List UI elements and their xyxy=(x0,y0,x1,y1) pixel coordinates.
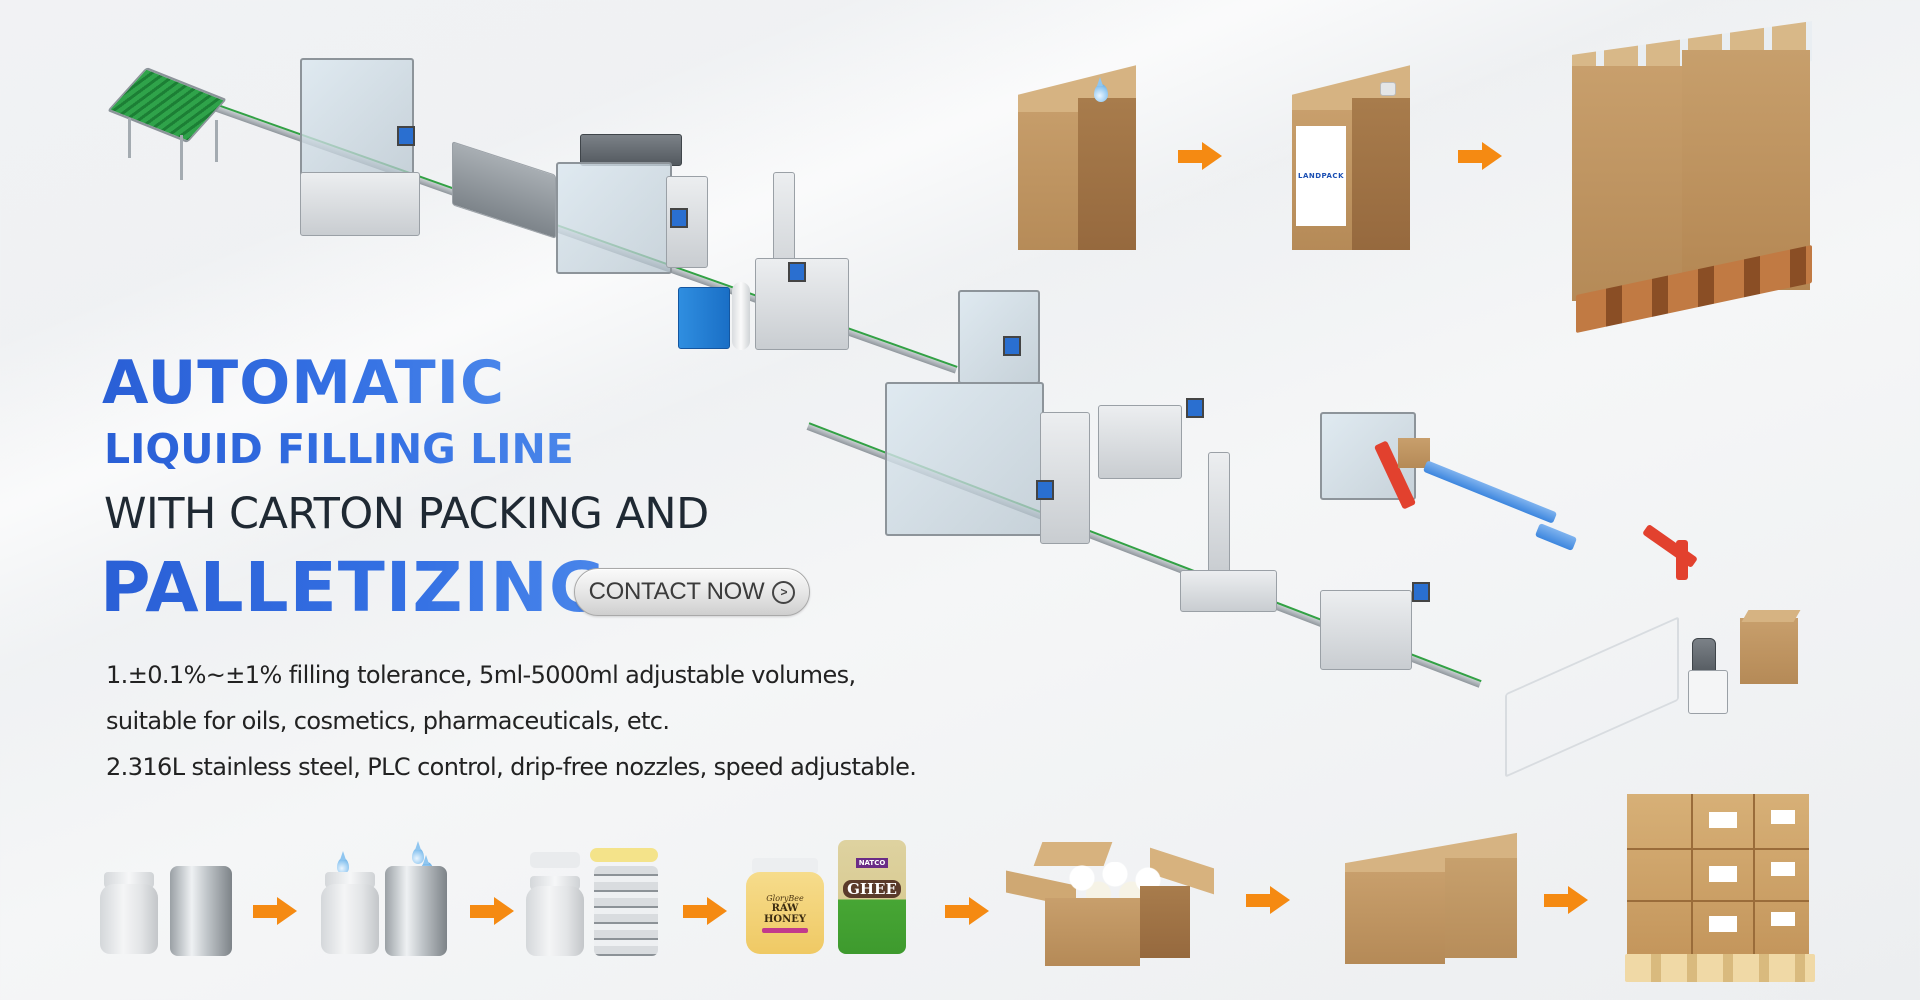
feature-list: 1.±0.1%~±1% filling tolerance, 5ml-5000m… xyxy=(106,652,917,790)
pallet-load xyxy=(1740,618,1798,684)
capping-station-2 xyxy=(1098,405,1182,479)
cap-icon xyxy=(1380,82,1396,96)
carton-filling xyxy=(1010,65,1140,255)
liquid-drop-icon xyxy=(412,841,424,864)
carton-side xyxy=(1445,858,1517,958)
table-leg xyxy=(215,120,218,162)
contact-now-button[interactable]: CONTACT NOW > xyxy=(574,568,810,616)
palletized-cartons-bottom xyxy=(1625,786,1825,986)
palletized-cartons-top xyxy=(1570,20,1820,335)
shipping-label xyxy=(1709,812,1737,828)
circle-chevron-right-icon: > xyxy=(772,580,796,604)
can-lid xyxy=(590,848,658,862)
piston-filling-machine xyxy=(556,162,672,274)
honey-name: RAW HONEY xyxy=(763,902,807,925)
arrow-right-icon xyxy=(253,897,297,925)
ghee-brand: NATCO xyxy=(855,858,889,868)
arrow-right-icon xyxy=(470,897,514,925)
gas-cylinder xyxy=(732,282,750,350)
liquid-drop-icon xyxy=(337,851,349,874)
arrow-right-icon xyxy=(683,897,727,925)
pallet-front xyxy=(1572,66,1682,301)
large-filler-cabinet xyxy=(1040,412,1090,544)
honey-jar-lid xyxy=(752,858,818,874)
arrow-right-icon xyxy=(1544,886,1588,914)
honey-brand: GloryBee xyxy=(766,893,804,903)
table-leg xyxy=(180,135,183,180)
honey-band xyxy=(762,927,808,933)
carton-front xyxy=(1345,872,1445,964)
cap-feeder xyxy=(1208,452,1230,574)
arrow-right-icon xyxy=(1178,142,1222,170)
control-panel-icon xyxy=(788,262,806,282)
control-panel-icon xyxy=(397,126,415,146)
label-brand: LANDPACK xyxy=(1297,172,1344,180)
labeler-lower xyxy=(1320,590,1412,670)
product-label: LANDPACK xyxy=(1296,126,1346,226)
infeed-table xyxy=(107,67,227,143)
feature-item: suitable for oils, cosmetics, pharmaceut… xyxy=(106,707,670,735)
feature-item: 2.316L stainless steel, PLC control, dri… xyxy=(106,753,917,781)
shipping-label xyxy=(1771,862,1795,876)
shipping-label xyxy=(1771,912,1795,926)
table-leg xyxy=(128,118,131,158)
robot-base xyxy=(1692,638,1716,676)
liquid-drop-icon xyxy=(1094,77,1108,102)
wooden-pallet xyxy=(1625,954,1815,982)
steel-can xyxy=(170,866,232,956)
ghee-name: GHEE xyxy=(843,880,901,898)
white-bottle xyxy=(321,884,379,954)
ghee-can: NATCO GHEE xyxy=(838,840,906,954)
control-panel-icon xyxy=(1412,582,1430,602)
headline-liquid-filling-line: LIQUID FILLING LINE xyxy=(104,425,574,473)
carton-capped-labeled: LANDPACK xyxy=(1288,65,1418,255)
rinsing-machine-base xyxy=(300,172,420,236)
arrow-right-icon xyxy=(1458,142,1502,170)
shipping-label xyxy=(1709,866,1737,882)
capper-lower xyxy=(1180,570,1277,612)
rinsing-machine xyxy=(300,58,414,184)
large-filling-machine xyxy=(885,382,1044,536)
headline-palletizing: PALLETIZING xyxy=(100,548,607,628)
arrow-right-icon xyxy=(945,897,989,925)
feature-item: 1.±0.1%~±1% filling tolerance, 5ml-5000m… xyxy=(106,661,856,689)
carton-in-erector xyxy=(1398,438,1430,468)
steel-can xyxy=(385,866,447,956)
palletizer-gripper xyxy=(1676,540,1688,580)
headline-with-carton-packing: WITH CARTON PACKING AND xyxy=(104,489,709,539)
tin-can xyxy=(594,866,658,956)
carton-side xyxy=(1078,98,1136,250)
roller-frame xyxy=(1505,616,1679,778)
bottle-cap xyxy=(530,852,580,868)
control-panel-icon xyxy=(670,208,688,228)
honey-jar: GloryBee RAW HONEY xyxy=(746,872,824,954)
sealed-carton xyxy=(1345,832,1521,968)
robot-pedestal xyxy=(1688,670,1728,714)
open-carton-with-jars xyxy=(1000,838,1240,968)
arrow-right-icon xyxy=(1246,886,1290,914)
labeling-tower xyxy=(958,290,1040,384)
control-panel-icon xyxy=(1003,336,1021,356)
control-panel-icon xyxy=(1186,398,1204,418)
carton-conveyor xyxy=(1422,460,1558,524)
white-bottle xyxy=(526,886,584,956)
carton-front xyxy=(1018,112,1078,250)
palletizer-arm xyxy=(1641,523,1699,569)
shipping-label xyxy=(1771,810,1795,824)
carton-front xyxy=(1045,898,1140,966)
carton-outfeed xyxy=(1534,523,1578,551)
white-bottle xyxy=(100,884,158,954)
contact-now-label: CONTACT NOW xyxy=(588,578,765,605)
headline-automatic: AUTOMATIC xyxy=(102,348,506,418)
carton-side xyxy=(1352,98,1410,250)
control-panel-icon xyxy=(1036,480,1054,500)
pallet-load-top xyxy=(1741,610,1801,622)
shipping-label xyxy=(1709,916,1737,932)
blue-tank xyxy=(678,287,730,349)
carton-side xyxy=(1140,886,1190,958)
